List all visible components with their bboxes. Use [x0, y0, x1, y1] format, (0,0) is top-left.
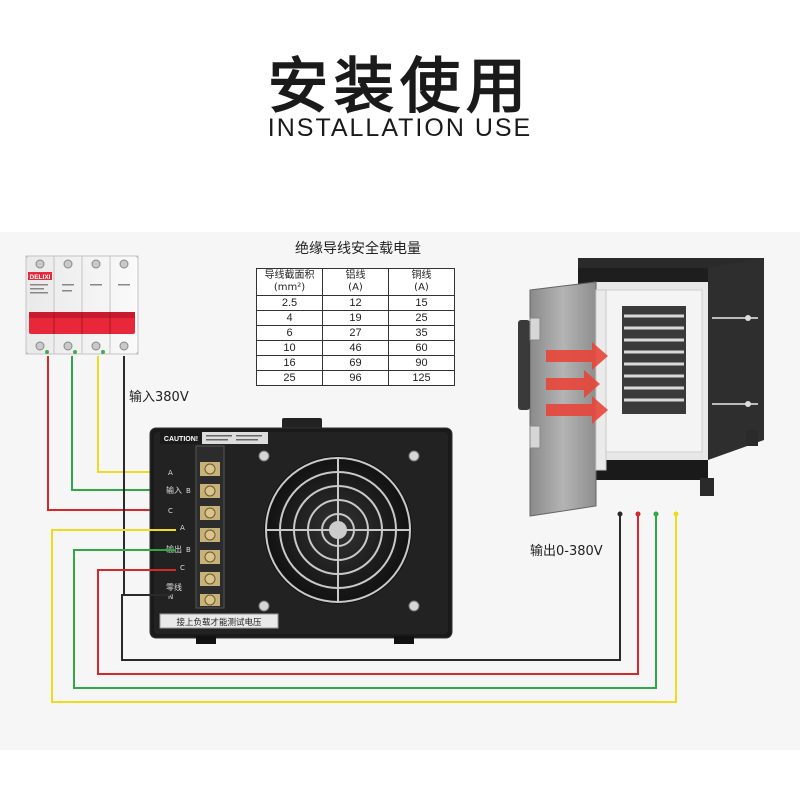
heating-shelves: [624, 314, 684, 402]
output-voltage-label: 输出0-380V: [530, 544, 603, 559]
output-wire-red: [97, 512, 639, 675]
output-wire-yellow: [51, 512, 677, 703]
output-wire-green: [73, 512, 657, 689]
fan-guard: [258, 450, 420, 612]
terminal-label: C: [180, 564, 185, 572]
terminal-label: A: [168, 469, 173, 477]
circuit-breaker: DELIXI: [25, 255, 139, 355]
input-voltage-label: 输入380V: [129, 390, 189, 405]
header-cross-section: 导线截面积(mm²): [256, 268, 323, 296]
terminal-screws: [200, 462, 220, 606]
output-wires: [51, 512, 677, 703]
input-wire-red: [47, 356, 176, 511]
page-subtitle: INSTALLATION USE: [267, 114, 533, 142]
voltage-regulator: CAUTION! A 输入 B C A 输出 B C 零线 N: [149, 418, 453, 644]
muffle-furnace: [518, 258, 764, 517]
table-title: 绝缘导线安全载电量: [295, 241, 421, 257]
header-aluminum: 铝线(A): [322, 268, 389, 296]
output-wire-black: [121, 512, 621, 661]
terminal-label: A: [180, 524, 185, 532]
terminal-label: B: [186, 546, 191, 554]
terminal-label: C: [168, 507, 173, 515]
breaker-brand: DELIXI: [30, 274, 51, 281]
bottom-warning-plate: 接上负载才能测试电压: [176, 617, 262, 628]
terminal-label: B: [186, 487, 191, 495]
terminal-neutral-label: 零线: [166, 582, 182, 592]
input-wire-green: [71, 356, 176, 491]
breaker-pole: [25, 255, 139, 355]
terminal-input-label: 输入: [166, 485, 182, 495]
terminal-label: N: [168, 593, 173, 601]
heat-arrows: [546, 342, 608, 424]
caution-label: CAUTION!: [164, 436, 198, 443]
page-title: 安装使用: [268, 52, 532, 122]
